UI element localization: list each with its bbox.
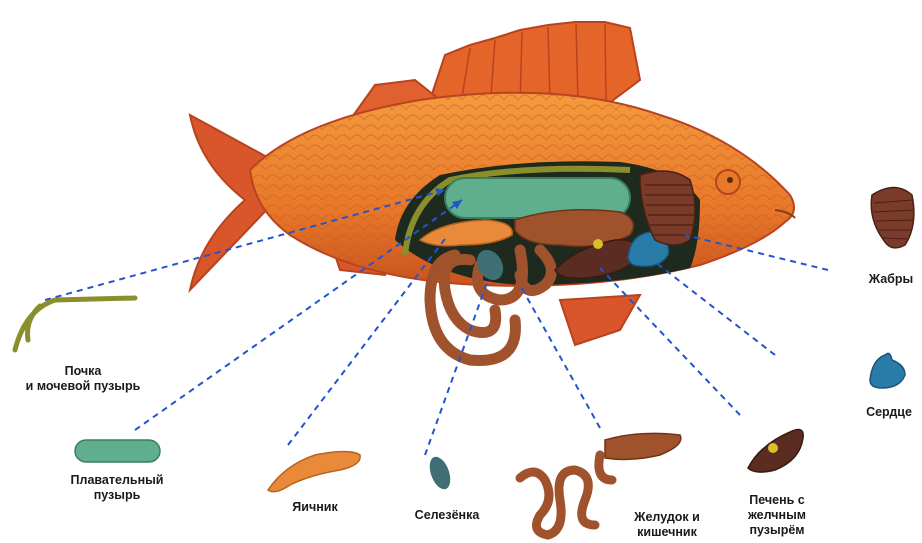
pelvic-fin bbox=[560, 295, 640, 345]
label-gills: Жабры bbox=[862, 272, 920, 287]
liver-organ bbox=[748, 430, 803, 473]
label-spleen: Селезёнка bbox=[402, 508, 492, 523]
ovary-organ bbox=[268, 452, 360, 492]
swim-bladder-organ bbox=[75, 440, 160, 462]
label-swim-bladder: Плавательныйпузырь bbox=[62, 473, 172, 503]
label-heart: Сердце bbox=[858, 405, 920, 420]
pointer-liver bbox=[600, 268, 740, 415]
label-ovary: Яичник bbox=[280, 500, 350, 515]
label-kidney: Почкаи мочевой пузырь bbox=[8, 364, 158, 394]
spleen-organ bbox=[426, 454, 455, 492]
heart-organ bbox=[870, 353, 905, 388]
label-stomach-intestine: Желудок икишечник bbox=[622, 510, 712, 540]
kidney-organ bbox=[15, 298, 135, 350]
label-liver: Печень сжелчнымпузырём bbox=[737, 493, 817, 538]
gall-bladder-in-fish bbox=[593, 239, 603, 249]
gall-bladder-organ bbox=[768, 443, 778, 453]
gills-organ bbox=[871, 188, 914, 248]
fish-model bbox=[190, 22, 795, 361]
pointer-heart bbox=[655, 262, 775, 355]
